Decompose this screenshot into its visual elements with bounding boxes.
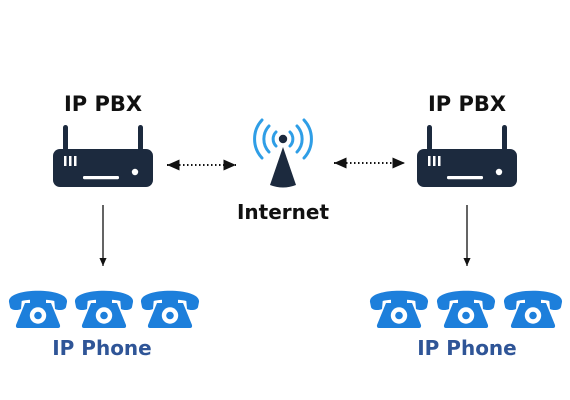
telephone-icon [503, 290, 563, 328]
left-phones-group [8, 290, 200, 328]
telephone-icon [369, 290, 429, 328]
telephone-icon [74, 290, 134, 328]
right-pbx-router-icon [417, 125, 517, 187]
telephone-icon [140, 290, 200, 328]
telephone-icon [8, 290, 68, 328]
left-phones-label: IP Phone [52, 336, 152, 360]
right-phones-group [369, 290, 563, 328]
right-phones-label: IP Phone [417, 336, 517, 360]
right-pbx-label: IP PBX [427, 92, 507, 116]
internet-label: Internet [236, 200, 330, 224]
internet-antenna-icon [253, 118, 313, 188]
left-pbx-label: IP PBX [63, 92, 143, 116]
telephone-icon [436, 290, 496, 328]
left-pbx-router-icon [53, 125, 153, 187]
